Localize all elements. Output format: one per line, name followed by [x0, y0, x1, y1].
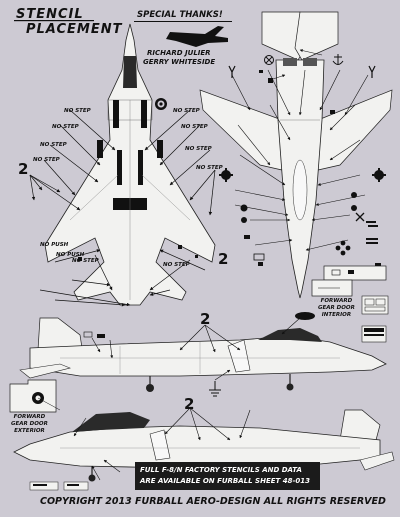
copyright-footer: COPYRIGHT 2013 FURBALL AERO-DESIGN ALL R… [40, 496, 386, 507]
note-box [135, 462, 320, 490]
no-push-label: NO PUSH [56, 252, 85, 258]
no-step-label: NO STEP [185, 146, 212, 152]
title-line-1: STENCIL [16, 7, 84, 22]
side-view-lower-leaders [73, 407, 251, 481]
bottom-view-aircraft [199, 11, 393, 299]
thanks-name-1: RICHARD JULIER [147, 49, 211, 57]
no-step-label: NO STEP [33, 157, 60, 163]
no-step-label: NO STEP [173, 108, 200, 114]
thanks-underline [134, 21, 232, 22]
no-step-label: NO STEP [163, 262, 190, 268]
no-step-label: NO STEP [40, 142, 67, 148]
gear-door-exterior [9, 379, 61, 413]
no-step-label: NO STEP [72, 258, 99, 264]
title-underline [14, 20, 94, 22]
data-block-panel [361, 295, 389, 343]
no-step-label: NO STEP [196, 165, 223, 171]
top-view-stencil-markers [78, 245, 198, 261]
side-view-lower-aircraft [13, 409, 395, 484]
side-view-upper-markers [83, 312, 315, 338]
count-label: 2 [18, 160, 29, 178]
roundel-icon [155, 98, 167, 110]
no-step-label: NO STEP [52, 124, 79, 130]
note-line-2: ARE AVAILABLE ON FURBALL SHEET 48-013 [140, 477, 310, 485]
lower-data-blocks [29, 481, 89, 491]
side-view-upper-leaders [91, 317, 301, 381]
top-view-aircraft [44, 23, 216, 306]
no-step-label: NO STEP [64, 108, 91, 114]
exterior-door-label: FORWARD GEAR DOOR EXTERIOR [11, 414, 48, 434]
ground-symbol-icon [209, 381, 221, 397]
jet-silhouette-icon [166, 26, 228, 47]
gear-door-interior [311, 265, 387, 297]
count-label: 2 [218, 250, 229, 268]
interior-door-label: FORWARD GEAR DOOR INTERIOR [318, 298, 355, 318]
special-thanks: SPECIAL THANKS! [137, 10, 223, 20]
note-line-1: FULL F-8/N FACTORY STENCILS AND DATA [140, 466, 302, 474]
no-step-label: NO STEP [181, 124, 208, 130]
count-label: 2 [184, 395, 195, 413]
thanks-name-2: GERRY WHITESIDE [143, 58, 216, 66]
bottom-view-stencil-symbols [219, 54, 386, 268]
title-line-2: PLACEMENT [26, 22, 123, 37]
no-push-label: NO PUSH [40, 242, 69, 248]
count-label: 2 [200, 310, 211, 328]
top-view-leader-lines [29, 109, 216, 307]
side-view-upper-aircraft [19, 317, 387, 392]
bottom-view-leader-lines [231, 49, 369, 251]
